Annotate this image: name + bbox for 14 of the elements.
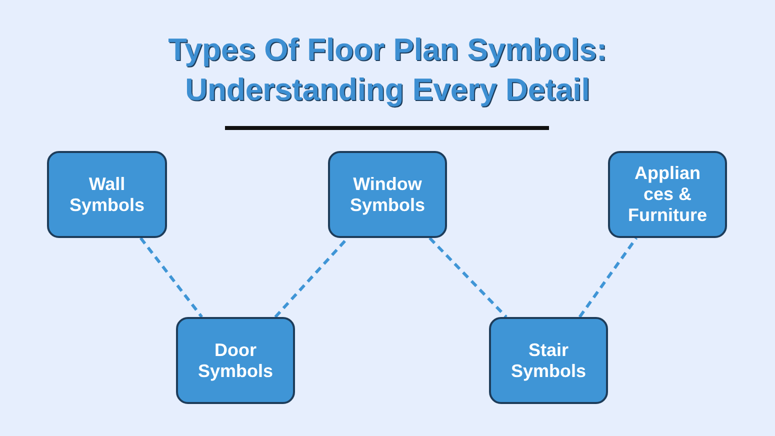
category-box [47,151,167,238]
box-label: Stair Symbols [510,340,588,382]
category-box [489,317,608,404]
dashed-connector [139,237,204,318]
dashed-connector [578,237,638,318]
box-label: Wall Symbols [68,174,146,216]
box-label: Window Symbols [348,174,426,216]
dashed-connector [428,236,508,318]
title: Types Of Floor Plan Symbols: Understanding Every Detail [167,31,608,109]
box-label: Door Symbols [196,340,274,382]
category-box [176,317,295,404]
category-box [608,151,727,238]
box-label: Applian ces & Furniture [627,163,708,226]
category-box [328,151,447,238]
